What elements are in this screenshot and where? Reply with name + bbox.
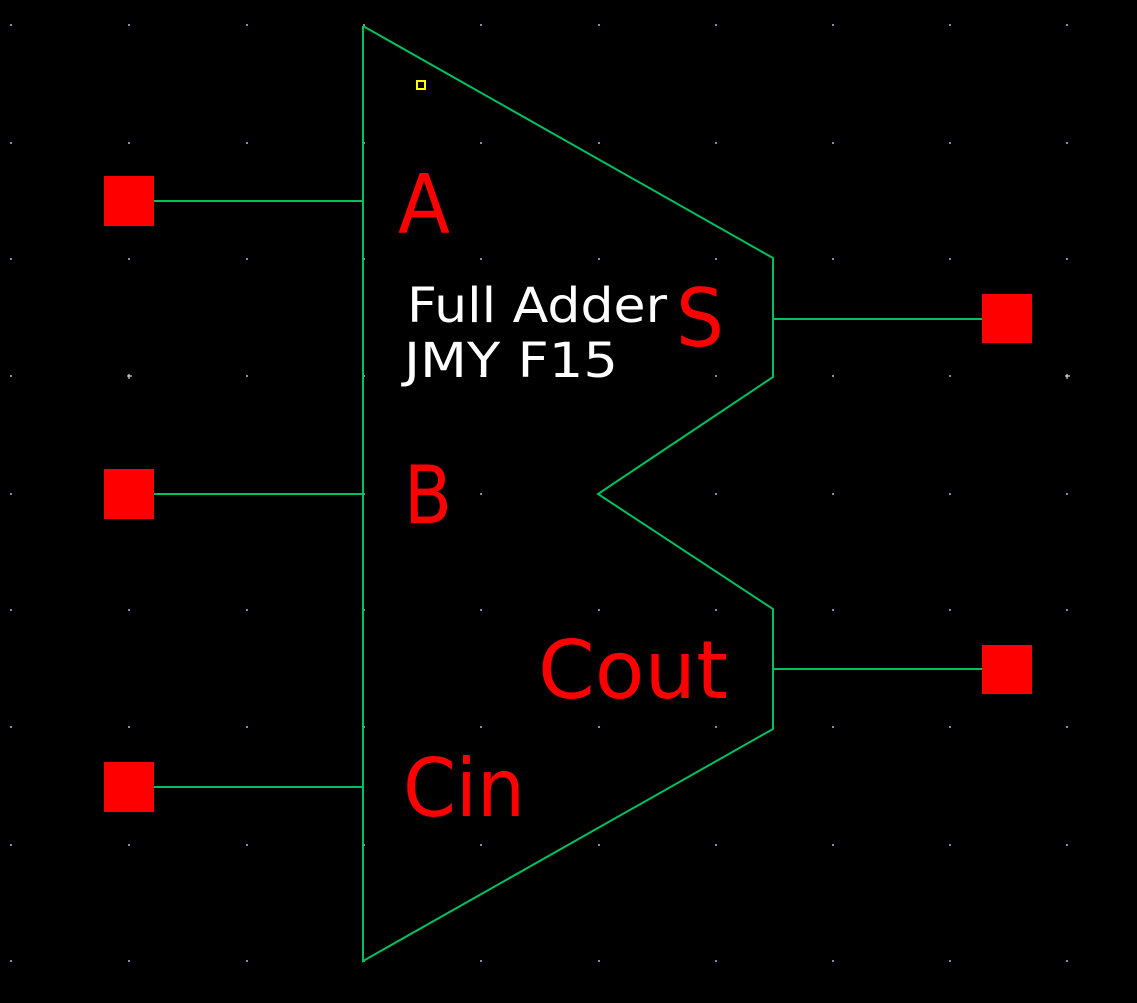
grid-dot xyxy=(480,960,482,962)
grid-dot xyxy=(832,142,834,144)
grid-dot xyxy=(480,844,482,846)
grid-dot xyxy=(128,844,130,846)
grid-dot xyxy=(832,493,834,495)
grid-dot xyxy=(949,960,951,962)
pin-label-cout: Cout xyxy=(538,624,728,717)
grid-dot xyxy=(715,258,717,260)
grid-dot xyxy=(598,726,600,728)
grid-cross xyxy=(1065,374,1070,379)
grid-dot xyxy=(128,960,130,962)
symbol-title: Full Adder xyxy=(407,278,667,334)
grid-dot xyxy=(832,258,834,260)
pin-label-b: B xyxy=(404,449,452,542)
grid-dot xyxy=(715,24,717,26)
grid-dot xyxy=(715,493,717,495)
grid-dot xyxy=(246,844,248,846)
grid-dot xyxy=(1066,24,1068,26)
pin-a[interactable] xyxy=(104,176,154,226)
grid-dot xyxy=(246,609,248,611)
origin-marker-icon xyxy=(416,80,426,90)
grid-dot xyxy=(598,844,600,846)
grid-dot xyxy=(598,24,600,26)
grid-dot xyxy=(598,258,600,260)
grid-dot xyxy=(832,375,834,377)
grid-dot xyxy=(1066,142,1068,144)
grid-dot xyxy=(246,258,248,260)
pin-cout[interactable] xyxy=(982,645,1032,694)
grid-dot xyxy=(715,960,717,962)
grid-dot xyxy=(832,726,834,728)
grid-dot xyxy=(832,609,834,611)
grid-dot xyxy=(1066,844,1068,846)
grid-dot xyxy=(246,375,248,377)
grid-dot xyxy=(715,726,717,728)
grid-dot xyxy=(598,142,600,144)
grid-dot xyxy=(1066,726,1068,728)
pin-label-s: S xyxy=(676,272,724,365)
grid-dot xyxy=(480,609,482,611)
grid-dot xyxy=(246,960,248,962)
grid-dot xyxy=(715,609,717,611)
grid-dot xyxy=(832,960,834,962)
grid-dot xyxy=(363,24,365,26)
grid-dot xyxy=(949,726,951,728)
grid-dot xyxy=(715,142,717,144)
grid-dot xyxy=(480,493,482,495)
grid-dot xyxy=(128,24,130,26)
grid-dot xyxy=(949,609,951,611)
symbol-subtitle: JMY F15 xyxy=(401,333,618,389)
grid-dot xyxy=(10,609,12,611)
grid-dot xyxy=(949,493,951,495)
grid-dot xyxy=(10,726,12,728)
grid-dot xyxy=(10,960,12,962)
pin-label-cin: Cin xyxy=(403,742,525,835)
grid-dot xyxy=(128,726,130,728)
symbol-body[interactable] xyxy=(154,25,982,963)
grid-dot xyxy=(1066,609,1068,611)
grid-dot xyxy=(10,24,12,26)
grid-dot xyxy=(480,726,482,728)
pin-b[interactable] xyxy=(104,469,154,519)
pin-cin[interactable] xyxy=(104,762,154,812)
grid-dot xyxy=(246,142,248,144)
grid-dot xyxy=(246,24,248,26)
grid-dot xyxy=(598,609,600,611)
grid-cross xyxy=(127,374,132,379)
grid-dot xyxy=(949,844,951,846)
body-outline xyxy=(362,25,774,963)
pin-s[interactable] xyxy=(982,294,1032,343)
grid-dot xyxy=(949,24,951,26)
pin-label-a: A xyxy=(398,158,450,253)
grid-dot xyxy=(10,493,12,495)
grid-dot xyxy=(128,142,130,144)
grid-dot xyxy=(480,258,482,260)
grid-dot xyxy=(10,375,12,377)
grid-dot xyxy=(10,142,12,144)
grid-dot xyxy=(598,375,600,377)
grid-dot xyxy=(715,844,717,846)
grid-dot xyxy=(480,142,482,144)
grid-dot xyxy=(949,258,951,260)
grid-dot xyxy=(949,142,951,144)
grid-dot xyxy=(1066,258,1068,260)
grid-dot xyxy=(128,609,130,611)
grid-dot xyxy=(1066,493,1068,495)
grid-dot xyxy=(832,24,834,26)
grid-dot xyxy=(128,258,130,260)
grid-dot xyxy=(598,960,600,962)
grid-dot xyxy=(480,375,482,377)
grid-dot xyxy=(715,375,717,377)
grid-dot xyxy=(1066,960,1068,962)
grid-dot xyxy=(10,844,12,846)
grid-dot xyxy=(480,24,482,26)
grid-dot xyxy=(10,258,12,260)
grid-dot xyxy=(246,726,248,728)
grid-dot xyxy=(949,375,951,377)
grid-dot xyxy=(832,844,834,846)
